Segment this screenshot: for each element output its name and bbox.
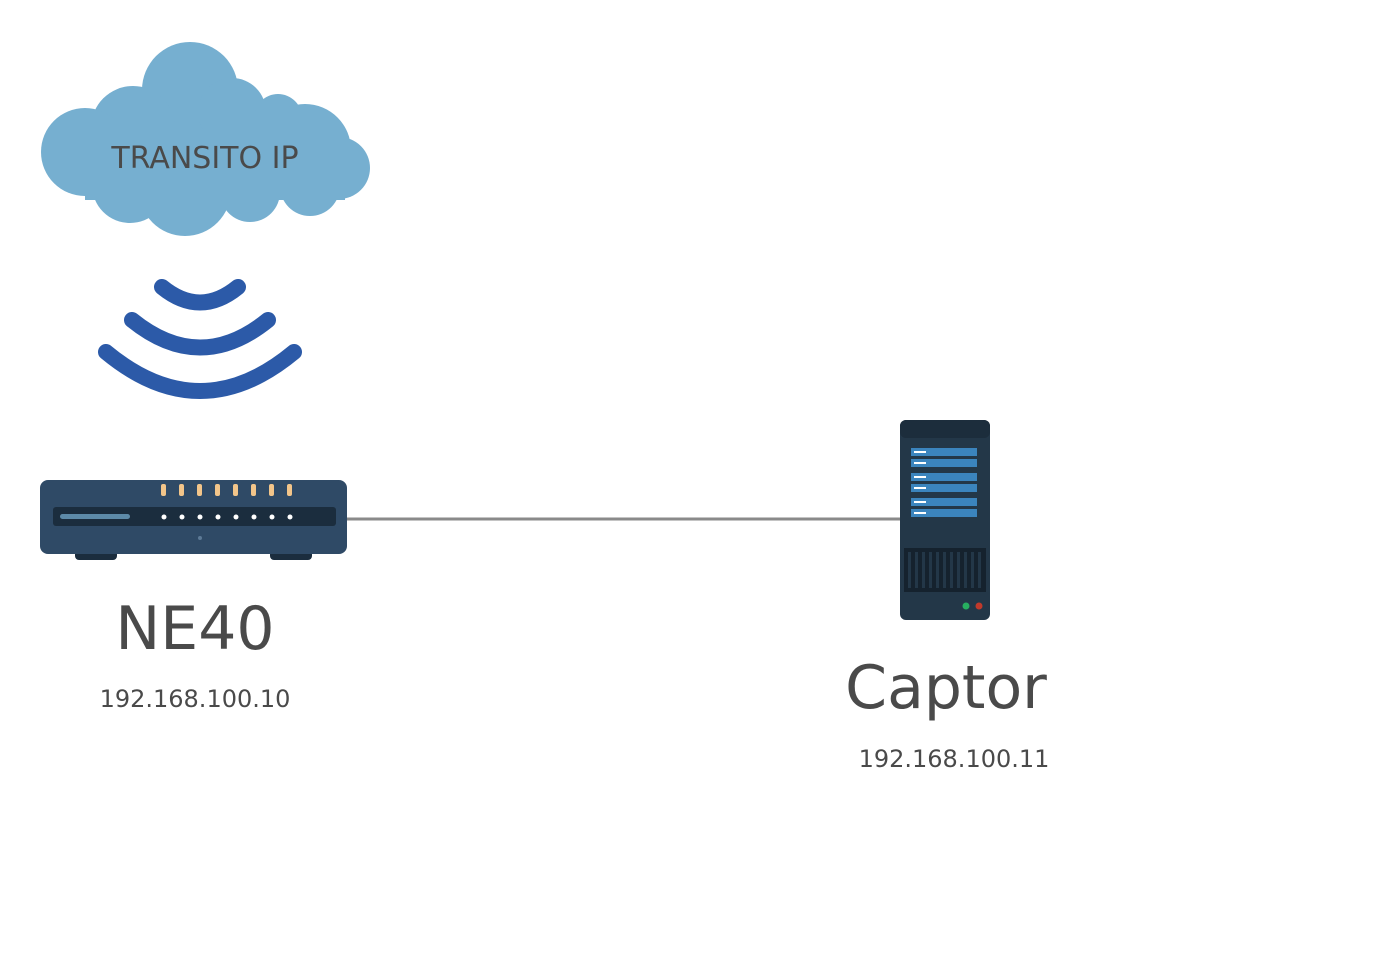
server-tower-icon [900,420,990,620]
router-ip: 192.168.100.10 [100,685,291,713]
cloud-node: TRANSITO IP [41,42,370,236]
cloud-icon [41,42,370,236]
cloud-label: TRANSITO IP [110,141,298,176]
server-name: Captor [845,653,1047,723]
status-led-red [975,602,983,610]
router-name: NE40 [115,594,274,664]
server-node: Captor 192.168.100.11 [845,420,1049,773]
server-ip: 192.168.100.11 [859,745,1050,773]
router-icon [40,480,347,560]
router-node: NE40 192.168.100.10 [40,480,347,713]
wifi-signal-icon [98,279,302,399]
status-led-green [962,602,970,610]
